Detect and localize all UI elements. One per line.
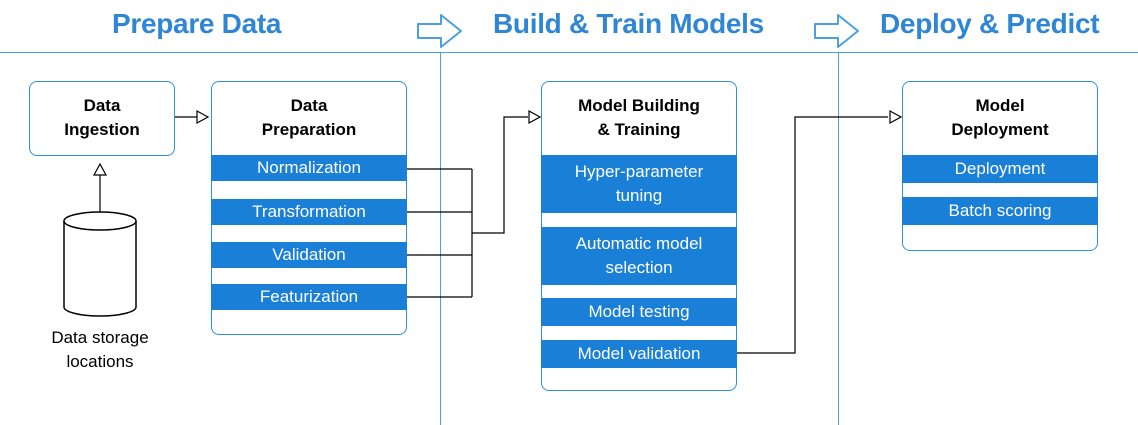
database-icon [63, 211, 137, 317]
arrowhead-up-icon [92, 162, 108, 176]
step-deployment: Deployment [902, 155, 1098, 183]
building-to-deployment-line [736, 116, 888, 354]
arrowhead-right-icon-2 [528, 109, 542, 125]
step-model-validation: Model validation [541, 340, 737, 368]
step-model-testing: Model testing [541, 298, 737, 326]
arrowhead-right-icon [196, 109, 210, 125]
data-ingestion-title: Data Ingestion [64, 96, 140, 139]
phase-arrow-icon-2 [814, 14, 859, 48]
step-automatic-model-selection: Automatic model selection [541, 227, 737, 285]
phase-separator-1 [440, 52, 441, 425]
phase-title-deploy-predict: Deploy & Predict [880, 8, 1100, 39]
model-deployment-title: Model Deployment [951, 96, 1049, 139]
step-hyperparameter-tuning: Hyper-parameter tuning [541, 155, 737, 213]
model-building-title: Model Building & Training [578, 96, 700, 139]
data-ingestion-card: Data Ingestion [29, 81, 175, 156]
step-transformation: Transformation [211, 199, 407, 225]
data-preparation-title: Data Preparation [261, 96, 357, 139]
phase-separator-2 [838, 52, 839, 425]
step-batch-scoring: Batch scoring [902, 197, 1098, 225]
phase-title-prepare-data: Prepare Data [112, 8, 282, 39]
data-preparation-card: Data Preparation Normalization Transform… [211, 81, 407, 335]
step-validation: Validation [211, 242, 407, 268]
step-normalization: Normalization [211, 155, 407, 181]
step-featurization: Featurization [211, 284, 407, 310]
model-deployment-card: Model Deployment Deployment Batch scorin… [902, 81, 1098, 251]
phase-arrow-icon [417, 14, 462, 48]
model-building-card: Model Building & Training Hyper-paramete… [541, 81, 737, 391]
arrowhead-right-icon-3 [889, 109, 903, 125]
phase-title-build-train-models: Build & Train Models [493, 8, 764, 39]
header-divider [0, 52, 1138, 53]
preparation-to-building-line [472, 116, 528, 234]
data-storage-label: Data storage locations [51, 328, 149, 371]
